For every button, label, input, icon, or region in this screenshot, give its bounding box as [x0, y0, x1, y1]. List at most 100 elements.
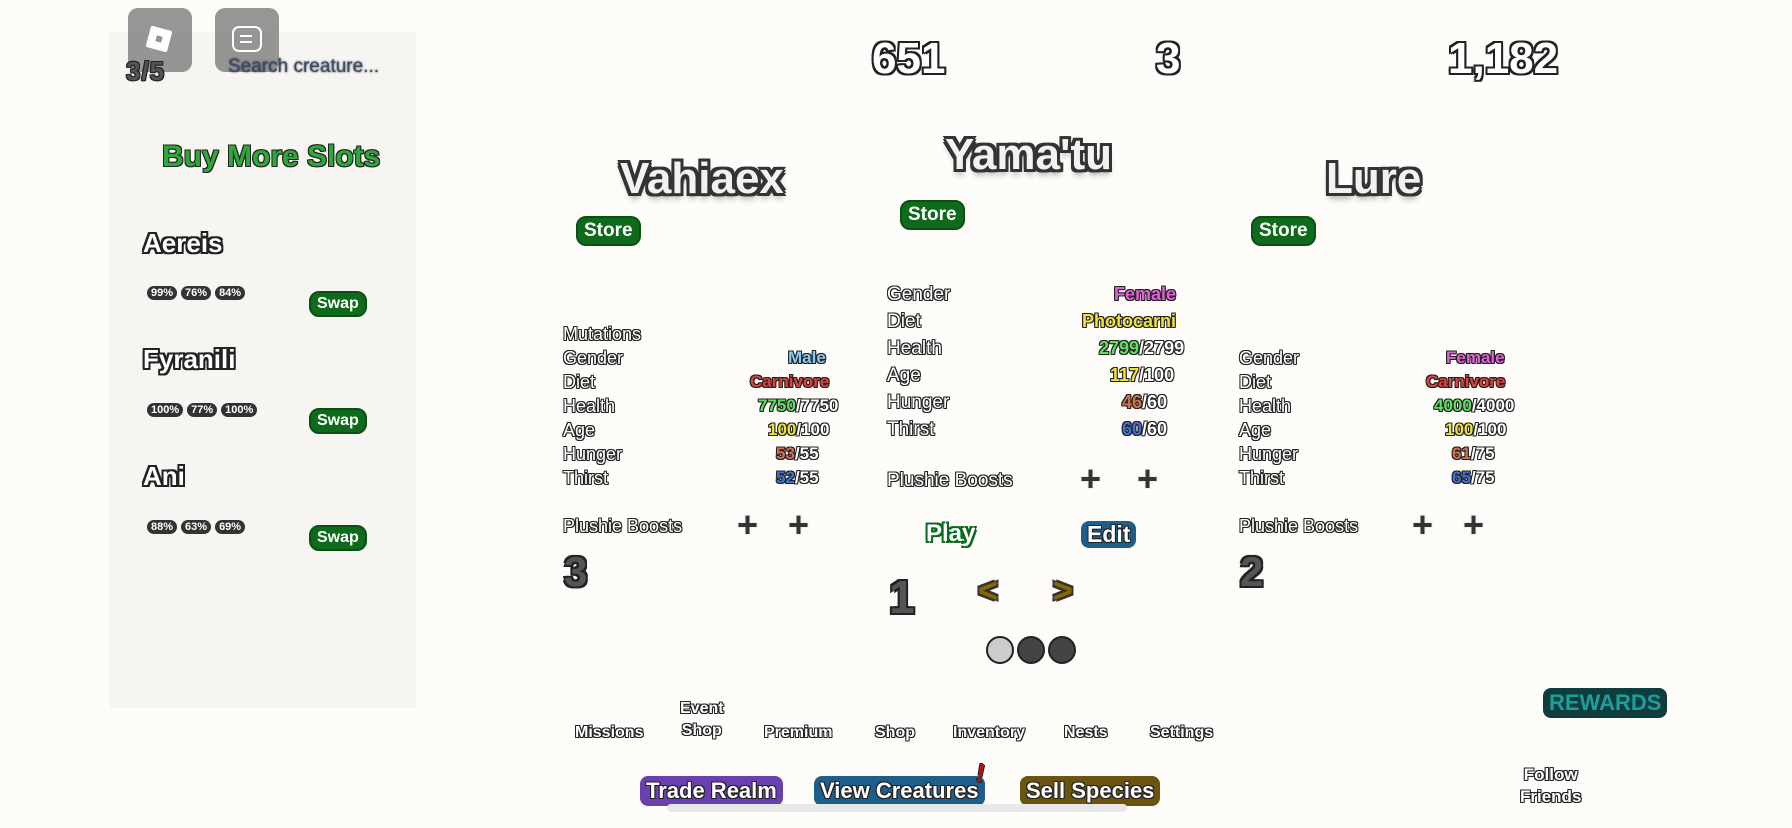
notification-badge: ! [976, 758, 985, 788]
sell-species-button[interactable]: Sell Species [1020, 776, 1161, 806]
thirst-label: Thirst [1239, 468, 1284, 488]
follow-friends-button[interactable]: Follow Friends [1520, 764, 1581, 808]
slot-stats: 99%76%84% [147, 283, 249, 301]
page-dot[interactable] [1048, 636, 1076, 664]
search-creature-input[interactable]: Search creature... [228, 56, 380, 77]
view-creatures-button[interactable]: View Creatures [814, 776, 985, 806]
currency-counter: 3 [1156, 34, 1181, 83]
horizontal-scrollbar[interactable] [667, 804, 1127, 812]
health-value: 4000/4000 [1434, 396, 1515, 415]
event-shop-line1: Event [680, 700, 724, 717]
slot-stat: 88% [147, 520, 178, 534]
creature-name-left: Vahiaex [620, 154, 784, 203]
slot-stats: 88%63%69% [147, 517, 249, 535]
diet-value: Carnivore [1426, 372, 1506, 391]
thirst-value: 65/75 [1452, 468, 1495, 487]
nests-button[interactable]: Nests [1064, 724, 1108, 741]
hunger-value: 61/75 [1452, 444, 1495, 463]
plushie-boosts-label: Plushie Boosts [1239, 516, 1359, 536]
mutations-label: Mutations [563, 324, 642, 344]
store-button[interactable]: Store [1251, 216, 1316, 246]
event-shop-button[interactable]: Event Shop [680, 698, 724, 742]
buy-more-slots-button[interactable]: Buy More Slots [162, 140, 381, 173]
gender-value: Female [1114, 284, 1177, 304]
hunger-label: Hunger [887, 392, 950, 413]
gender-label: Gender [887, 284, 951, 305]
inventory-button[interactable]: Inventory [953, 724, 1026, 741]
swap-button[interactable]: Swap [309, 408, 367, 434]
slot-number: 3 [564, 548, 588, 595]
slot-stat: 100% [221, 403, 258, 417]
slot-number: 1 [889, 571, 915, 623]
add-plushie-button[interactable]: + [737, 504, 759, 545]
health-value: 7750/7750 [758, 396, 839, 415]
slot-number: 2 [1240, 548, 1264, 595]
page-dot[interactable] [986, 636, 1014, 664]
chat-button[interactable] [215, 8, 279, 72]
currency-counter: 1,182 [1448, 34, 1559, 83]
slot-stat: 100% [147, 403, 184, 417]
plushie-boosts-label: Plushie Boosts [887, 470, 1013, 491]
follow-line1: Follow [1523, 765, 1578, 784]
age-value: 100/100 [768, 420, 830, 439]
swap-button[interactable]: Swap [309, 291, 367, 317]
creature-name-center: Yama'tu [945, 130, 1112, 179]
diet-value: Photocarni [1082, 311, 1177, 331]
slot-stats: 100%77%100% [147, 400, 261, 418]
currency-counter: 651 [872, 34, 946, 83]
diet-label: Diet [887, 311, 921, 332]
shop-button[interactable]: Shop [875, 724, 915, 741]
follow-line2: Friends [1520, 787, 1582, 806]
health-label: Health [887, 338, 942, 359]
add-plushie-button[interactable]: + [1463, 504, 1485, 545]
age-value: 100/100 [1445, 420, 1507, 439]
thirst-label: Thirst [563, 468, 608, 488]
event-shop-line2: Shop [681, 722, 722, 739]
play-button[interactable]: Play [926, 520, 976, 547]
thirst-value: 60/60 [1122, 419, 1168, 439]
store-button[interactable]: Store [576, 216, 641, 246]
health-label: Health [563, 396, 616, 416]
slot-name: Ani [143, 461, 185, 491]
trade-realm-button[interactable]: Trade Realm [640, 776, 783, 806]
prev-creature-button[interactable]: < [978, 572, 998, 610]
roblox-menu-button[interactable] [128, 8, 192, 72]
gender-label: Gender [563, 348, 624, 368]
slot-stat: 63% [181, 520, 212, 534]
slot-stat: 69% [215, 520, 246, 534]
hunger-value: 53/55 [776, 444, 819, 463]
store-button[interactable]: Store [900, 200, 965, 230]
slot-stat: 99% [147, 286, 178, 300]
diet-label: Diet [563, 372, 596, 392]
next-creature-button[interactable]: > [1053, 572, 1073, 610]
swap-button[interactable]: Swap [309, 525, 367, 551]
age-label: Age [1239, 420, 1272, 440]
add-plushie-button[interactable]: + [1080, 458, 1102, 499]
age-label: Age [563, 420, 596, 440]
edit-button[interactable]: Edit [1081, 521, 1137, 548]
add-plushie-button[interactable]: + [788, 504, 810, 545]
age-value: 117/100 [1110, 365, 1175, 385]
page-dot[interactable] [1017, 636, 1045, 664]
settings-button[interactable]: Settings [1150, 724, 1214, 741]
hunger-value: 46/60 [1122, 392, 1168, 412]
gender-label: Gender [1239, 348, 1300, 368]
thirst-label: Thirst [887, 419, 935, 440]
slots-count: 3/5 [126, 56, 166, 86]
slot-name: Aereis [143, 228, 223, 258]
gender-value: Female [1446, 348, 1505, 367]
diet-value: Carnivore [750, 372, 830, 391]
missions-button[interactable]: Missions [575, 724, 644, 741]
creature-slots-panel [110, 32, 416, 708]
premium-button[interactable]: Premium [764, 724, 833, 741]
add-plushie-button[interactable]: + [1412, 504, 1434, 545]
diet-label: Diet [1239, 372, 1272, 392]
health-value: 2799/2799 [1099, 338, 1185, 358]
plushie-boosts-label: Plushie Boosts [563, 516, 683, 536]
age-label: Age [887, 365, 921, 386]
health-label: Health [1239, 396, 1292, 416]
rewards-button[interactable]: REWARDS [1543, 688, 1668, 718]
creature-name-right: Lure [1326, 154, 1422, 203]
add-plushie-button[interactable]: + [1137, 458, 1159, 499]
gender-value: Male [788, 348, 826, 367]
